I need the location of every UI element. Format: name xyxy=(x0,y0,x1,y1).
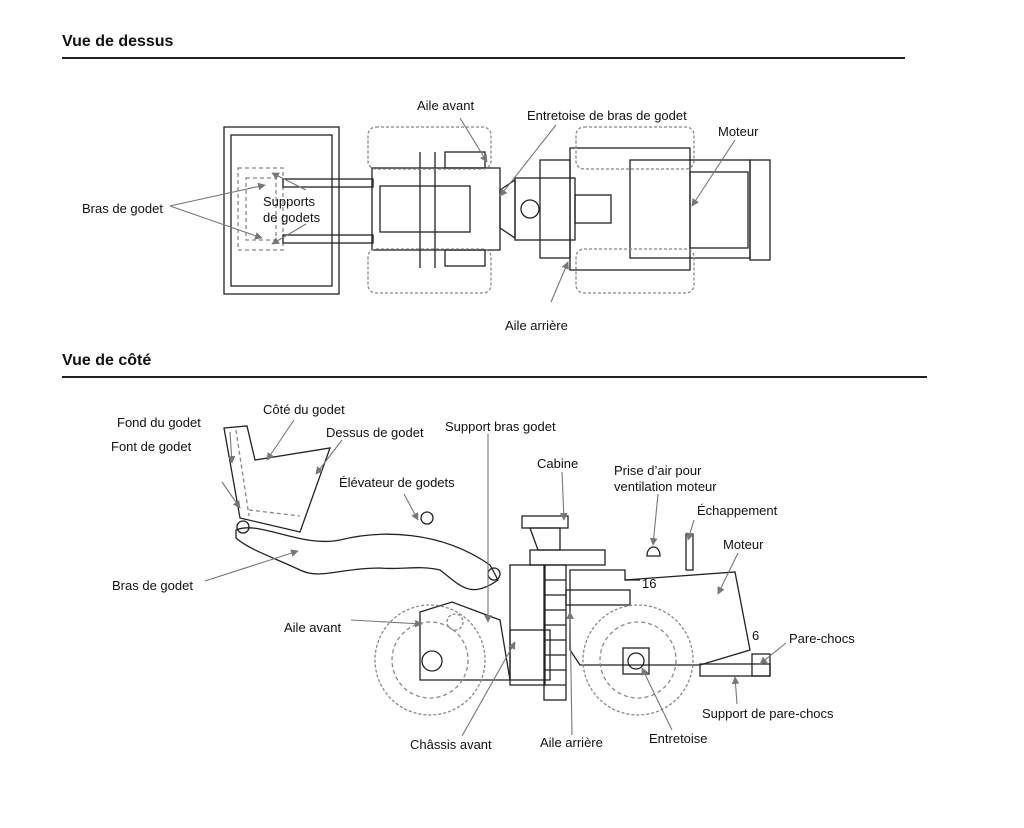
side-bucket xyxy=(223,425,331,533)
label-elevateur: Élévateur de godets xyxy=(339,475,455,490)
side-rear-wheel xyxy=(582,604,694,716)
label-echappement: Échappement xyxy=(697,503,778,518)
label-bras-de-godet-top: Bras de godet xyxy=(82,201,163,216)
label-cabine: Cabine xyxy=(537,456,579,471)
side-view-title: Vue de côté xyxy=(62,352,152,369)
side-cabin-roof xyxy=(521,515,569,529)
top-view-title: Vue de dessus xyxy=(62,33,174,50)
side-front-frame xyxy=(419,601,511,681)
label-entretoise: Entretoise xyxy=(649,731,708,746)
side-air-intake xyxy=(646,546,661,557)
top-rear-wheel-upper xyxy=(575,126,695,170)
top-view-leaders xyxy=(169,117,736,303)
top-view-drawing xyxy=(223,126,771,295)
label-num-6: 6 xyxy=(752,628,760,643)
side-view-leaders xyxy=(204,419,787,737)
label-moteur-side: Moteur xyxy=(723,537,764,552)
side-view-divider xyxy=(62,376,927,378)
top-front-wheel-lower xyxy=(367,248,492,294)
top-view-divider xyxy=(62,57,905,59)
side-view-drawing xyxy=(223,425,771,716)
label-dessus-de-godet: Dessus de godet xyxy=(326,425,424,440)
label-fond-du-godet: Fond du godet xyxy=(117,415,201,430)
label-bras-de-godet-side: Bras de godet xyxy=(112,578,193,593)
label-prise-air-line1: Prise d’air pour xyxy=(614,463,702,478)
top-front-wheel-upper xyxy=(367,126,492,170)
top-counterweight xyxy=(749,159,771,261)
label-supports-line2: de godets xyxy=(263,210,321,225)
side-rear-body xyxy=(569,569,751,666)
side-bumper xyxy=(699,663,771,677)
top-bucket xyxy=(223,126,340,295)
label-prise-air-line2: ventilation moteur xyxy=(614,479,717,494)
side-front-wheel xyxy=(374,604,486,716)
label-support-pare-chocs: Support de pare-chocs xyxy=(702,706,834,721)
label-cote-du-godet: Côté du godet xyxy=(263,402,345,417)
label-aile-arriere-top: Aile arrière xyxy=(505,318,568,333)
label-supports-line1: Supports xyxy=(263,194,316,209)
label-aile-arriere-side: Aile arrière xyxy=(540,735,603,750)
side-exhaust xyxy=(685,533,694,571)
label-font-de-godet: Font de godet xyxy=(111,439,192,454)
label-aile-avant-top: Aile avant xyxy=(417,98,475,113)
side-bucket-arm xyxy=(235,527,499,591)
label-moteur-top: Moteur xyxy=(718,124,759,139)
top-front-frame xyxy=(371,167,501,251)
label-chassis-avant: Châssis avant xyxy=(410,737,492,752)
label-entretoise-bras: Entretoise de bras de godet xyxy=(527,108,687,123)
label-pare-chocs: Pare-chocs xyxy=(789,631,855,646)
label-num-16: 16 xyxy=(642,576,657,591)
label-support-bras-godet: Support bras godet xyxy=(445,419,556,434)
label-aile-avant-side: Aile avant xyxy=(284,620,342,635)
top-rear-wheel-lower xyxy=(575,248,695,294)
